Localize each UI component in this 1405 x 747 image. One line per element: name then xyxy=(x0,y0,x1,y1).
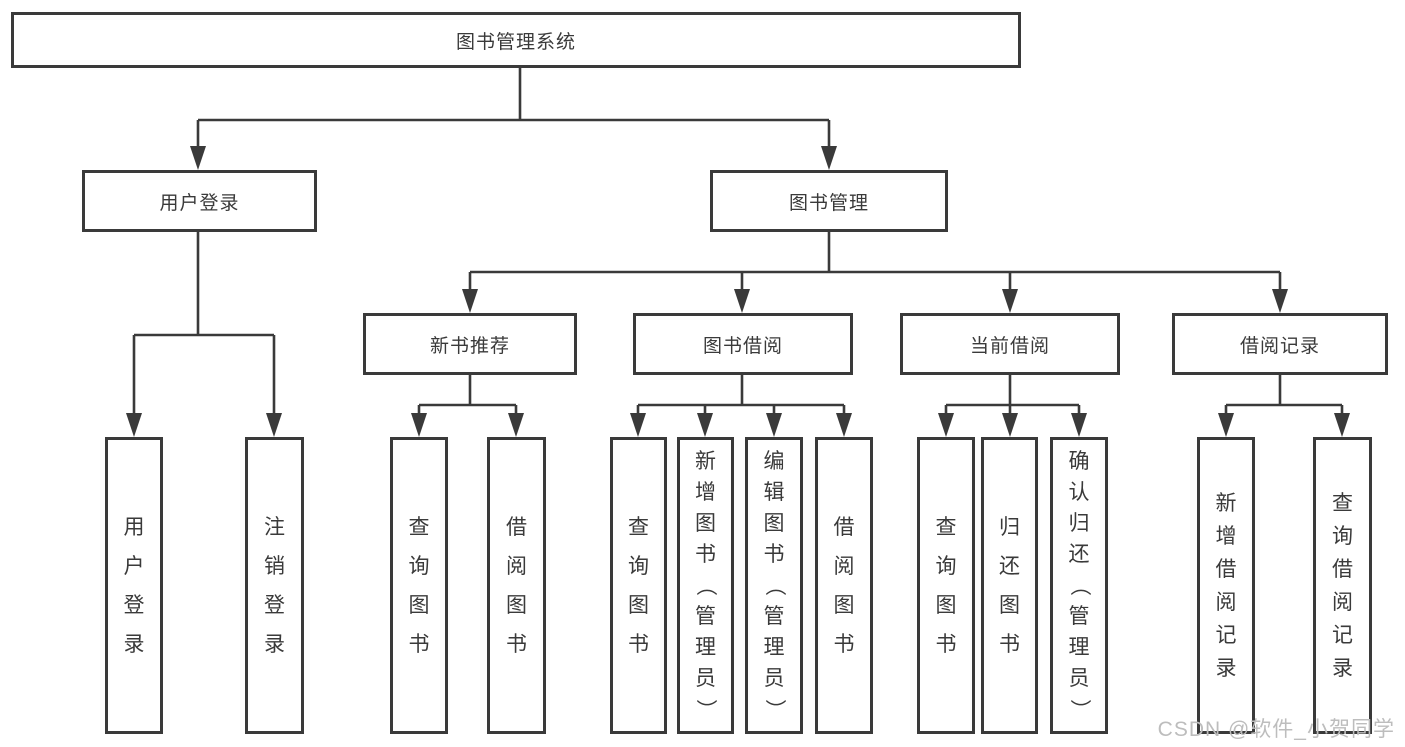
node-library-management-system: 图书管理系统 xyxy=(11,12,1021,68)
leaf-edit-book-admin: 编辑图书（管理员） xyxy=(745,437,803,734)
leaf-user-login: 用户登录 xyxy=(105,437,163,734)
node-label: 借阅图书 xyxy=(506,515,527,656)
leaf-query-books-current: 查询图书 xyxy=(917,437,975,734)
node-new-book-recommendation: 新书推荐 xyxy=(363,313,577,375)
leaf-confirm-return-admin: 确认归还（管理员） xyxy=(1050,437,1108,734)
node-label: 查询图书 xyxy=(408,515,430,656)
node-label: 新增图书（管理员） xyxy=(694,450,717,720)
node-book-management: 图书管理 xyxy=(710,170,948,232)
node-label: 确认归还（管理员） xyxy=(1067,450,1091,720)
leaf-borrow-books: 借阅图书 xyxy=(815,437,873,734)
node-label: 借阅图书 xyxy=(833,515,855,656)
node-label: 图书管理系统 xyxy=(455,31,576,53)
node-label: 图书管理 xyxy=(788,192,869,214)
node-label: 归还图书 xyxy=(999,515,1020,656)
leaf-logout: 注销登录 xyxy=(245,437,304,734)
node-label: 编辑图书（管理员） xyxy=(762,450,786,720)
node-book-borrowing: 图书借阅 xyxy=(633,313,853,375)
node-label: 查询借阅记录 xyxy=(1332,491,1353,680)
node-label: 借阅记录 xyxy=(1239,335,1320,357)
node-label: 新书推荐 xyxy=(429,335,510,357)
node-label: 查询图书 xyxy=(935,515,957,656)
leaf-return-book: 归还图书 xyxy=(981,437,1038,734)
csdn-watermark: CSDN @软件_小贺同学 xyxy=(1157,718,1395,741)
node-current-borrowing: 当前借阅 xyxy=(900,313,1120,375)
leaf-query-books-borrow: 查询图书 xyxy=(610,437,667,734)
node-label: 用户登录 xyxy=(123,515,145,656)
node-label: 用户登录 xyxy=(159,192,240,214)
leaf-query-borrow-record: 查询借阅记录 xyxy=(1313,437,1372,734)
node-user-login: 用户登录 xyxy=(82,170,317,232)
node-label: 图书借阅 xyxy=(702,335,783,357)
node-label: 注销登录 xyxy=(264,515,285,656)
leaf-add-book-admin: 新增图书（管理员） xyxy=(677,437,734,734)
node-label: 当前借阅 xyxy=(969,335,1050,357)
leaf-borrow-books-recommend: 借阅图书 xyxy=(487,437,546,734)
leaf-query-books-recommend: 查询图书 xyxy=(390,437,448,734)
node-label: 查询图书 xyxy=(628,515,649,656)
node-label: 新增借阅记录 xyxy=(1215,491,1237,680)
leaf-add-borrow-record: 新增借阅记录 xyxy=(1197,437,1255,734)
node-borrowing-records: 借阅记录 xyxy=(1172,313,1388,375)
